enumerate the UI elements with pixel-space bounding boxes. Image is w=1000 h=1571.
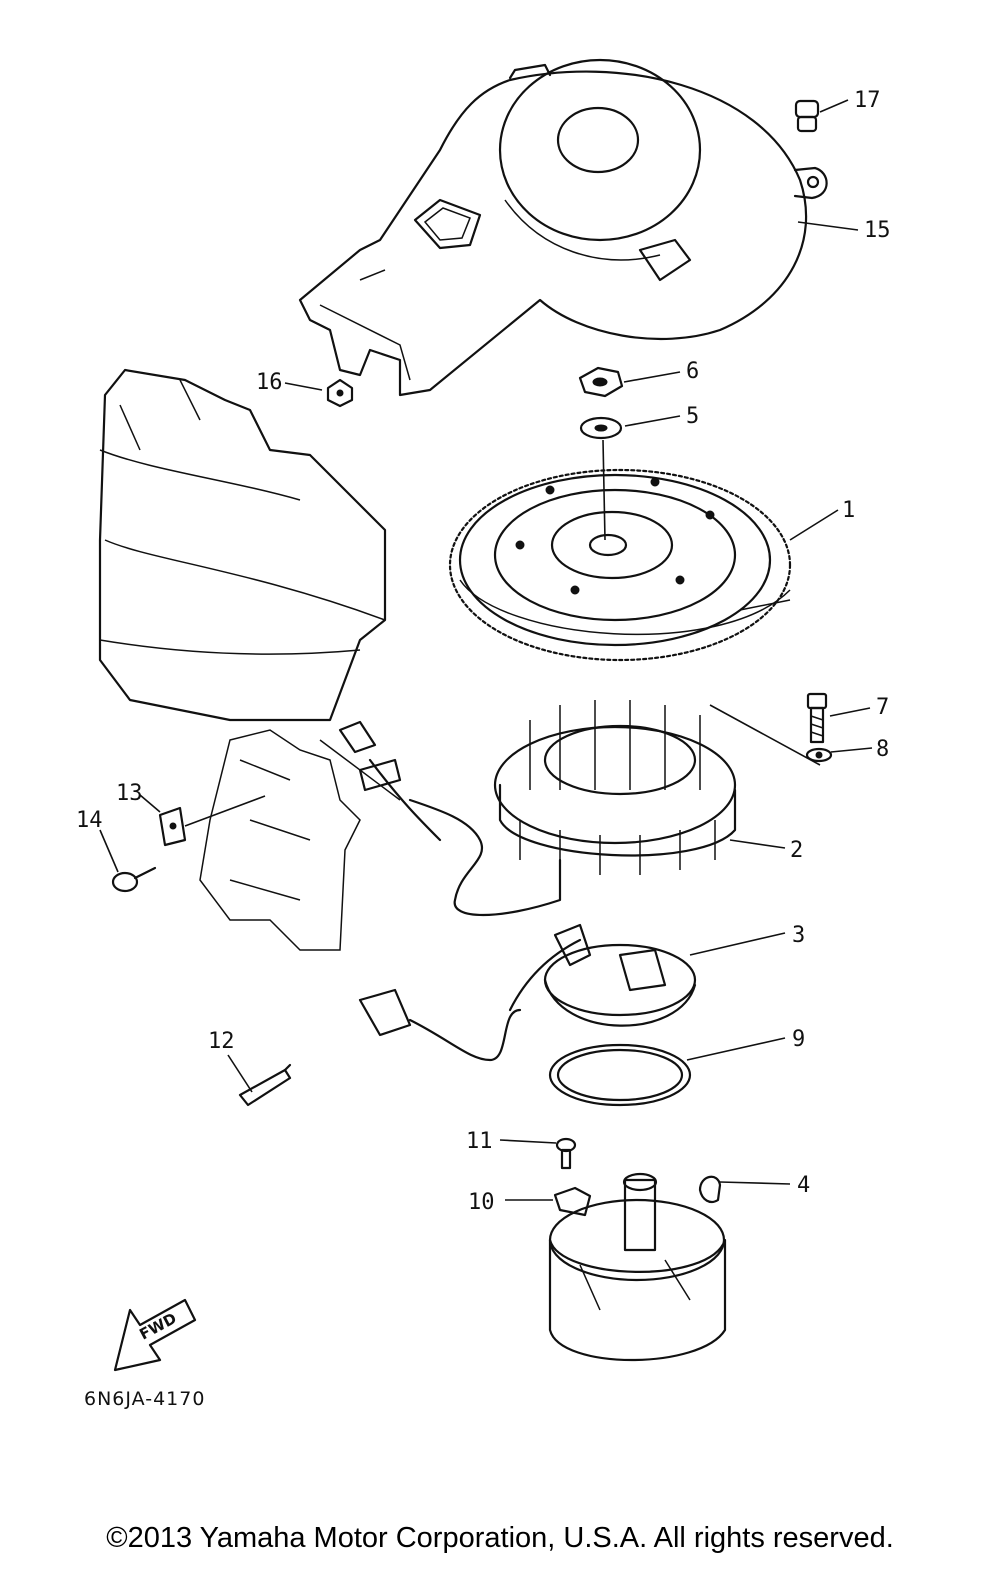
- callout-11: 11: [466, 1129, 493, 1154]
- stator: [493, 700, 737, 875]
- callout-4: 4: [797, 1173, 810, 1198]
- cover-nut: [326, 378, 354, 408]
- callout-14: 14: [76, 808, 103, 833]
- pulser-coil: [358, 923, 697, 1062]
- callout-2: 2: [790, 838, 803, 863]
- washer: [579, 416, 623, 440]
- diagram-code: 6N6JA-4170: [84, 1388, 205, 1410]
- crankshaft-base: [548, 1172, 727, 1362]
- callout-6: 6: [686, 359, 699, 384]
- copyright-notice: ©2013 Yamaha Motor Corporation, U.S.A. A…: [106, 1522, 894, 1554]
- cdi-unit: [98, 368, 387, 722]
- bracket-screw: [111, 866, 157, 893]
- callout-1: 1: [842, 498, 855, 523]
- callout-17: 17: [854, 88, 881, 113]
- holder-screw: [555, 1137, 577, 1170]
- stator-wiring: [319, 720, 562, 917]
- engine-block: [199, 729, 361, 951]
- flywheel-nut: [578, 366, 624, 398]
- flywheel-cover: [298, 58, 828, 397]
- leader-lines: [99, 99, 873, 1201]
- callout-7: 7: [876, 695, 889, 720]
- ground-bracket: [158, 806, 187, 847]
- callout-5: 5: [686, 404, 699, 429]
- stator-bolt: [806, 692, 828, 744]
- callout-9: 9: [792, 1027, 805, 1052]
- retaining-ring: [548, 1043, 692, 1107]
- wire-clamp: [238, 1063, 292, 1107]
- callout-13: 13: [116, 781, 143, 806]
- woodruff-key: [698, 1175, 722, 1204]
- callout-labels: 1 2 3 4 5 6 7 8 9 10 11 12 13 14 15 16 1…: [76, 88, 891, 1215]
- stator-washer: [805, 747, 833, 763]
- callout-10: 10: [468, 1190, 495, 1215]
- callout-15: 15: [864, 218, 891, 243]
- wire-holder: [553, 1186, 592, 1217]
- grommet: [794, 99, 820, 133]
- callout-12: 12: [208, 1029, 235, 1054]
- callout-8: 8: [876, 737, 889, 762]
- flywheel-magneto: [448, 468, 792, 662]
- callout-3: 3: [792, 923, 805, 948]
- callout-16: 16: [256, 370, 283, 395]
- fwd-arrow: FWD: [113, 1298, 197, 1372]
